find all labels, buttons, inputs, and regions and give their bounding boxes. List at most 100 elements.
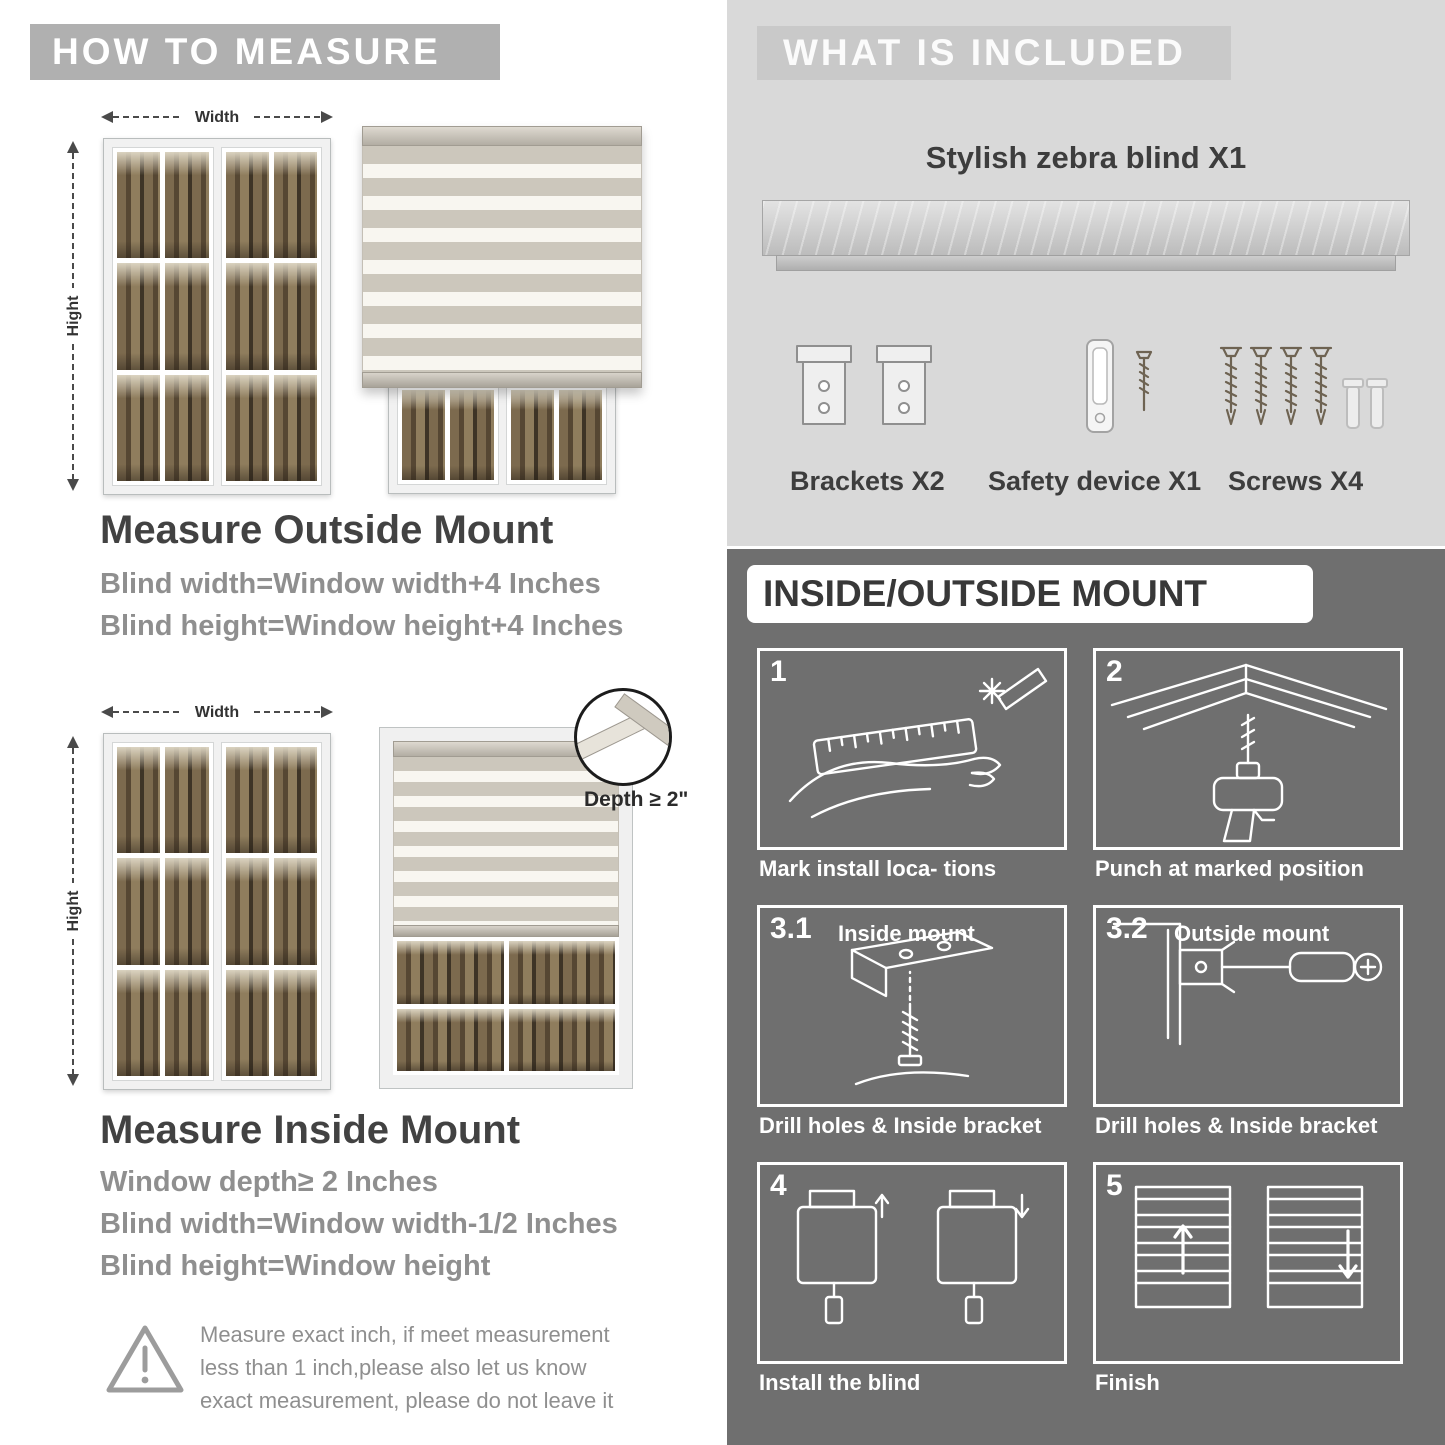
step-number: 1 [770, 655, 787, 688]
window-pane [508, 1008, 615, 1071]
inside-mount-line: Window depth≥ 2 Inches [100, 1166, 438, 1198]
width-arrow: Width [101, 704, 333, 721]
inside-mount-line: Blind height=Window height [100, 1250, 491, 1282]
inside-outside-mount-panel: INSIDE/OUTSIDE MOUNT 1 Mark install loca… [727, 549, 1445, 1445]
window-pane [117, 152, 161, 259]
window-pane [273, 263, 317, 370]
step-number: 3.1 [770, 912, 812, 945]
window-pane [165, 858, 209, 965]
warning-text: Measure exact inch, if meet measurement … [200, 1322, 614, 1413]
step-inner-label: Outside mount [1174, 921, 1330, 946]
window-sash [220, 147, 322, 486]
window-pane [165, 374, 209, 481]
window-pane [273, 858, 317, 965]
step2-drill-illustration [1110, 663, 1388, 843]
window-pane [225, 969, 269, 1076]
screws-illustration [1219, 346, 1388, 429]
window-pane [402, 390, 446, 480]
blind-bottom-rail [362, 372, 642, 388]
window-under-blind [388, 376, 616, 494]
window-sash [220, 742, 322, 1081]
window-pane [117, 969, 161, 1076]
step-number: 4 [770, 1169, 787, 1202]
window-pane [117, 374, 161, 481]
blind-stripes [393, 757, 619, 925]
headrail-fascia [776, 255, 1396, 271]
step-panel-3-1: 3.1 Inside mount [757, 905, 1067, 1107]
inside-outside-mount-badge: INSIDE/OUTSIDE MOUNT [747, 565, 1313, 623]
blind-stripes [362, 146, 642, 372]
outside-mount-title: Measure Outside Mount [100, 508, 554, 552]
window-frame [380, 728, 632, 1088]
window-pane [165, 747, 209, 854]
window-pane [508, 941, 615, 1004]
window-pane [117, 858, 161, 965]
brackets-illustration [796, 345, 932, 425]
step-inner-label: Inside mount [838, 921, 975, 946]
zebra-blind [362, 126, 642, 388]
step-panel-3-2: 3.2 Outside mount [1093, 905, 1403, 1107]
step4-install-blind-illustration [796, 1189, 1030, 1325]
step-caption: Install the blind [759, 1370, 921, 1395]
step-panel-2: 2 [1093, 648, 1403, 850]
inside-mount-line: Blind width=Window width-1/2 Inches [100, 1208, 618, 1240]
warning-triangle-icon [106, 1325, 184, 1393]
included-item-label: Brackets X2 [790, 466, 945, 496]
step-number: 5 [1106, 1169, 1123, 1202]
how-to-measure-badge: HOW TO MEASURE [30, 24, 500, 80]
outside-mount-line: Blind width=Window width+4 Inches [100, 568, 601, 600]
included-item-label: Screws X4 [1228, 466, 1364, 496]
step-panel-5: 5 [1093, 1162, 1403, 1364]
height-arrow: Hight [65, 141, 82, 491]
outside-mount-line: Blind height=Window height+4 Inches [100, 610, 624, 642]
width-label: Width [195, 704, 239, 721]
step-caption: Drill holes & Inside bracket [759, 1113, 1042, 1138]
window-sash [397, 385, 499, 485]
what-is-included-badge: WHAT IS INCLUDED [757, 26, 1231, 80]
step5-finish-illustration [1134, 1185, 1364, 1309]
window-pane [165, 152, 209, 259]
step-panel-1: 1 [757, 648, 1067, 850]
what-is-included-panel: WHAT IS INCLUDED Stylish zebra blind X1 [727, 0, 1445, 546]
window-pane [397, 941, 504, 1004]
step-number: 2 [1106, 655, 1123, 688]
width-arrow: Width [101, 109, 333, 126]
step-caption: Finish [1095, 1370, 1160, 1395]
height-arrow: Hight [65, 736, 82, 1086]
height-label: Hight [65, 890, 82, 932]
window-illustration-outside [103, 138, 331, 495]
window-pane [225, 152, 269, 259]
blind-bottom-rail [393, 925, 619, 937]
window-pane [165, 969, 209, 1076]
window-sash [112, 147, 214, 486]
window-pane [450, 390, 494, 480]
depth-label: Depth ≥ 2" [584, 788, 689, 811]
window-pane [558, 390, 602, 480]
included-item-label: Safety device X1 [988, 466, 1202, 496]
safety-device-illustration [1086, 339, 1153, 433]
window-pane [117, 747, 161, 854]
inside-mount-title: Measure Inside Mount [100, 1108, 521, 1152]
window-pane [510, 390, 554, 480]
window-illustration-inside [103, 733, 331, 1090]
headrail-illustration [762, 200, 1410, 256]
height-label: Hight [65, 295, 82, 337]
window-pane [225, 747, 269, 854]
step-panel-4: 4 [757, 1162, 1067, 1364]
window-pane [225, 263, 269, 370]
step-number: 3.2 [1106, 912, 1148, 945]
width-label: Width [195, 109, 239, 126]
zebra-blind-outside-illustration [362, 126, 642, 494]
window-sash [112, 742, 214, 1081]
blind-headrail [362, 126, 642, 146]
step1-mark-locations-illustration [788, 667, 1048, 819]
step3-2-outside-bracket-illustration [1112, 922, 1383, 1046]
step-caption: Mark install loca- tions [759, 856, 997, 881]
step3-1-inside-bracket-illustration [850, 930, 994, 1086]
window-pane [225, 858, 269, 965]
zebra-blind-inside-illustration [380, 728, 632, 1088]
step-caption: Drill holes & Inside bracket [1095, 1113, 1378, 1138]
product-label: Stylish zebra blind X1 [925, 140, 1247, 175]
window-pane [165, 263, 209, 370]
